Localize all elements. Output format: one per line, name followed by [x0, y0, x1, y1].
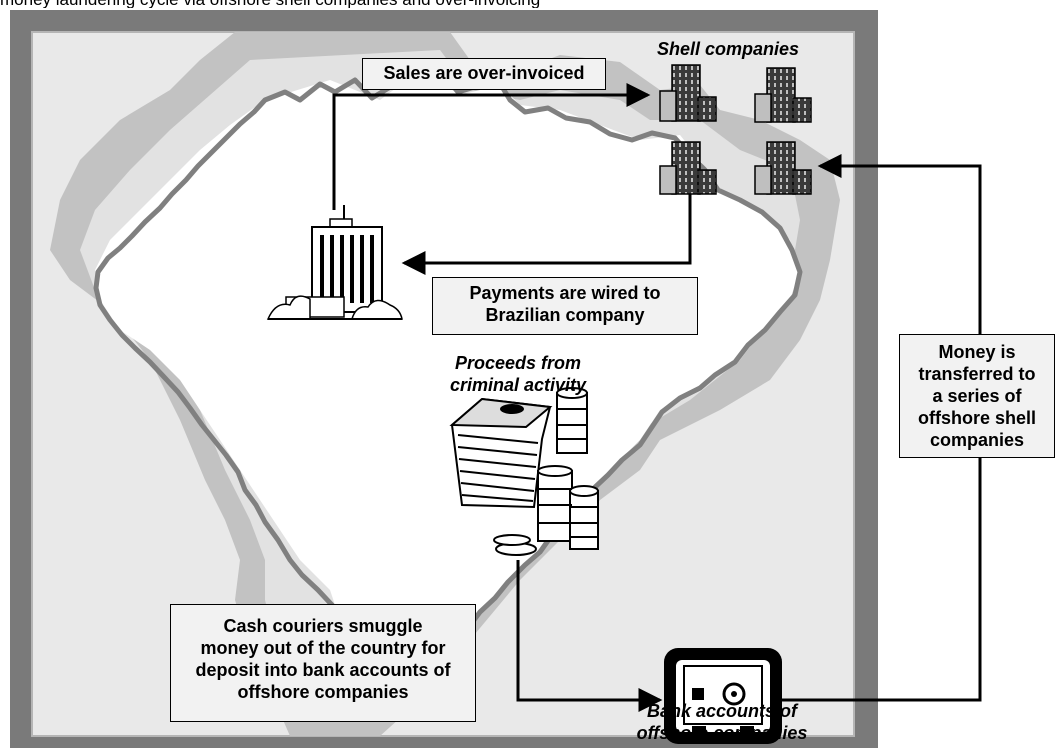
payments-arrow	[401, 190, 692, 275]
payments-wired-line-1: Payments are wired to	[469, 283, 661, 303]
cash-couriers-line-2: money out of the country for	[200, 638, 446, 658]
bank-accounts-line-1: Bank accounts of	[646, 701, 798, 721]
brazil-shape	[95, 70, 800, 700]
sales-arrow	[332, 83, 651, 210]
payments-wired-label: Payments are wired to Brazilian company	[432, 277, 698, 335]
money-transferred-line-2: transferred to	[918, 364, 1036, 384]
proceeds-label: Proceeds from criminal activity	[418, 352, 618, 396]
payments-wired-line-2: Brazilian company	[485, 305, 645, 325]
bank-accounts-line-2: offshore companies	[636, 723, 808, 743]
safe-icon	[664, 648, 782, 744]
money-transferred-line-3: a series of	[932, 386, 1022, 406]
cash-couriers-line-4: offshore companies	[237, 682, 409, 702]
cash-couriers-line-1: Cash couriers smuggle	[223, 616, 423, 636]
brazil-border-line	[93, 67, 803, 708]
shell-company-building-icon	[659, 141, 717, 195]
courier-arrow	[516, 560, 663, 712]
sales-over-invoiced-label: Sales are over-invoiced	[362, 58, 606, 90]
bank-accounts-label: Bank accounts of offshore companies	[612, 700, 832, 744]
cash-couriers-line-3: deposit into bank accounts of	[195, 660, 451, 680]
money-transferred-line-5: companies	[929, 430, 1025, 450]
proceeds-line-1: Proceeds from	[454, 353, 582, 373]
figure-caption: money laundering cycle via offshore shel…	[0, 0, 1055, 8]
shell-companies-label: Shell companies	[656, 39, 800, 59]
shell-company-building-icon	[754, 141, 812, 195]
cash-couriers-label: Cash couriers smuggle money out of the c…	[170, 604, 476, 722]
proceeds-line-2: criminal activity	[449, 375, 587, 395]
money-stack-icon	[449, 387, 599, 556]
shell-company-building-icon	[659, 64, 717, 122]
money-transferred-line-4: offshore shell	[917, 408, 1037, 428]
money-transferred-label: Money is transferred to a series of offs…	[899, 334, 1055, 458]
shell-company-building-icon	[754, 67, 812, 123]
brazilian-company-building-icon	[266, 205, 403, 320]
money-transferred-line-1: Money is	[938, 342, 1016, 362]
